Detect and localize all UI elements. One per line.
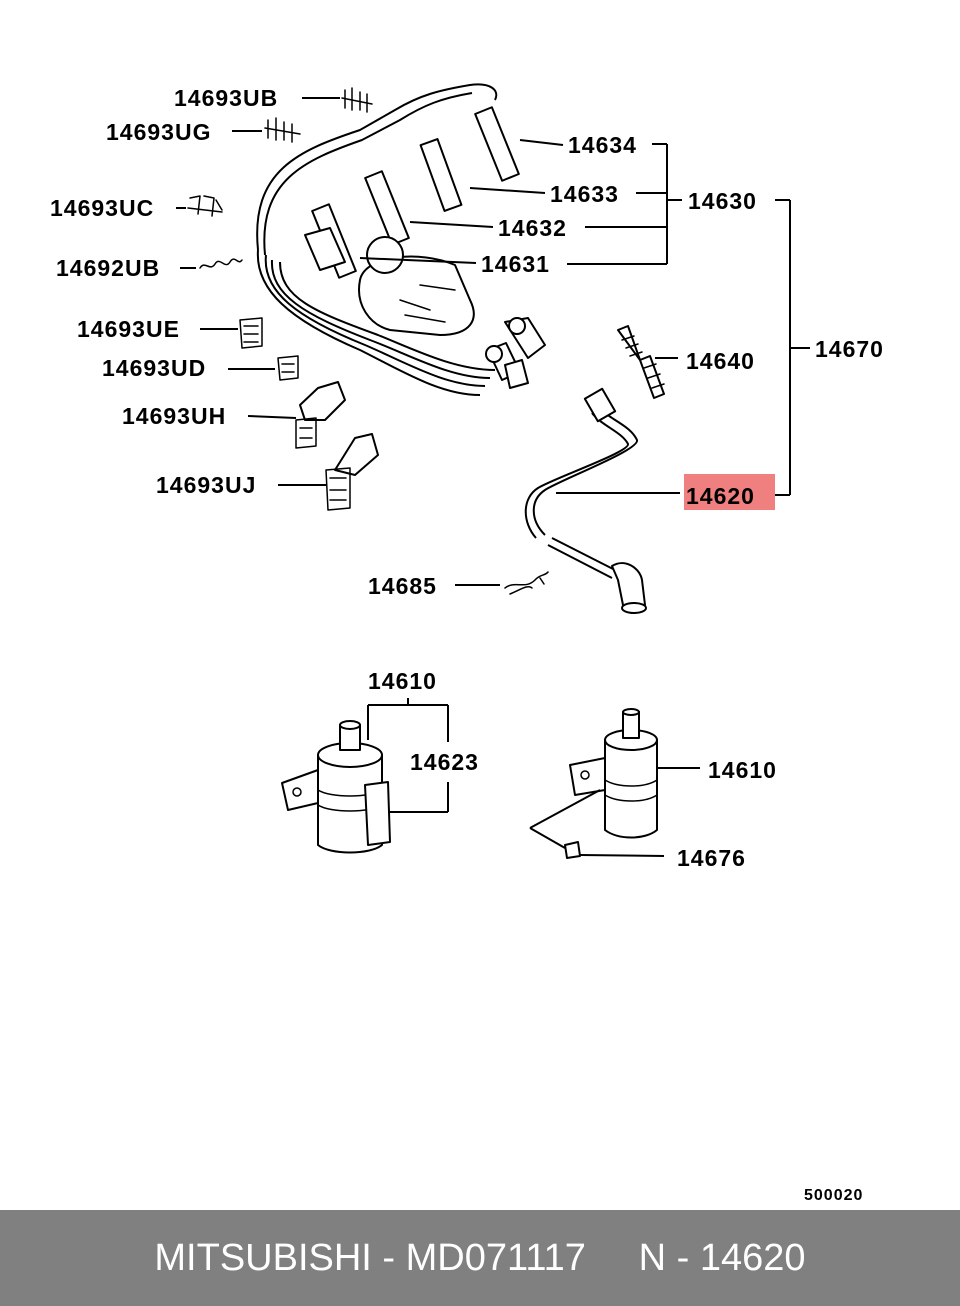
label-14693uh: 14693UH — [122, 403, 226, 429]
parts-diagram: 14693UB 14693UG 14693UC 14692UB 14693UE … — [50, 83, 884, 1204]
label-14610-right: 14610 — [708, 757, 777, 783]
clip-14693ud-drawing — [277, 355, 299, 381]
label-14676: 14676 — [677, 845, 746, 871]
clip-14693uj-drawing — [325, 433, 379, 511]
label-14693uj: 14693UJ — [156, 472, 256, 498]
clip-14693uh-drawing — [295, 381, 346, 449]
leader-lines — [176, 97, 810, 857]
label-14620[interactable]: 14620 — [686, 483, 755, 509]
label-14610-left: 14610 — [368, 668, 437, 694]
label-14693uc: 14693UC — [50, 195, 154, 221]
label-14693ug: 14693UG — [106, 119, 211, 145]
label-14685: 14685 — [368, 573, 437, 599]
footer-part-number: MITSUBISHI - MD071117 N - 14620 — [154, 1236, 806, 1279]
label-14693ub: 14693UB — [174, 85, 278, 111]
label-14693ue: 14693UE — [77, 316, 180, 342]
label-14670: 14670 — [815, 336, 884, 362]
footer-bar: MITSUBISHI - MD071117 N - 14620 — [0, 1210, 960, 1306]
label-14693ud: 14693UD — [102, 355, 206, 381]
spark-plug-drawing — [617, 325, 665, 399]
clip-14693ub-drawing — [341, 87, 373, 113]
ignition-wire-harness-drawing — [256, 83, 546, 396]
clip-14692ub-drawing — [199, 258, 243, 269]
highlight-box-14620 — [684, 474, 775, 510]
label-14630: 14630 — [688, 188, 757, 214]
label-14632: 14632 — [498, 215, 567, 241]
coil-wire-drawing — [524, 387, 647, 614]
ignition-coil-right-drawing — [564, 708, 658, 859]
label-14692ub: 14692UB — [56, 255, 160, 281]
label-14640: 14640 — [686, 348, 755, 374]
label-14631: 14631 — [481, 251, 550, 277]
label-14634: 14634 — [568, 132, 637, 158]
clip-14693ug-drawing — [264, 117, 301, 143]
clip-14693ue-drawing — [239, 317, 263, 349]
ignition-coil-left-drawing — [281, 720, 391, 854]
diagram-code: 500020 — [804, 1187, 863, 1204]
label-14623: 14623 — [410, 749, 479, 775]
label-14633: 14633 — [550, 181, 619, 207]
clip-14693uc-drawing — [187, 195, 223, 217]
clip-14685-drawing — [504, 571, 549, 595]
